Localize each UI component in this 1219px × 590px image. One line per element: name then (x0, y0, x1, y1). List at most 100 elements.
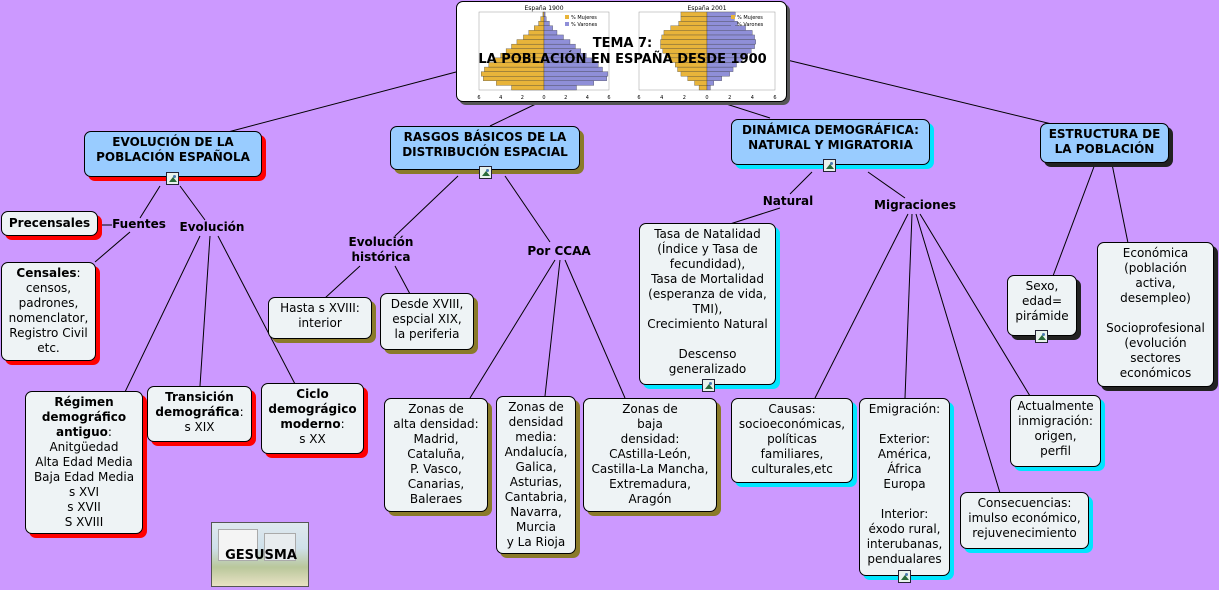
line-evolucion-regimen (124, 235, 201, 393)
image-link-icon[interactable] (823, 159, 836, 172)
node-evolucion-poblacion[interactable]: EVOLUCIÓN DE LA POBLACIÓN ESPAÑOLA (84, 131, 262, 177)
pyramid-tick: 6 (477, 95, 480, 101)
label-evolucion: Evolución (179, 220, 245, 234)
pyramid-bar-men (706, 11, 736, 17)
pyramid-tick: 2 (564, 95, 567, 101)
pyramid-tick: 2 (728, 95, 731, 101)
node-label: EVOLUCIÓN DE LA POBLACIÓN ESPAÑOLA (96, 135, 250, 164)
node-label: ESTRUCTURA DE LA POBLACIÓN (1048, 127, 1161, 156)
legend-swatch (565, 15, 569, 19)
node-desde-xviii[interactable]: Desde XVIII, espcial XIX, la periferia (380, 293, 474, 350)
line-natural-tasas (729, 207, 781, 225)
pyramid-tick: 2 (683, 95, 686, 101)
node-bold: Censales (16, 266, 77, 280)
node-zona-alta[interactable]: Zonas de alta densidad: Madrid, Cataluña… (384, 398, 488, 512)
pyramid-bar-women (687, 76, 708, 81)
gesusma-logo: GESUSMA (211, 522, 309, 587)
pyramid-label: España 1900 (524, 5, 563, 12)
image-link-icon[interactable] (898, 570, 911, 583)
line-title-dinamica (719, 101, 771, 119)
pyramid-bar-women (663, 30, 708, 36)
node-hasta-xviii[interactable]: Hasta s XVIII: interior (268, 297, 372, 339)
node-zona-baja[interactable]: Zonas de baja densidad: CAstilla-León, C… (583, 398, 717, 512)
pyramid-bar-men (706, 30, 753, 36)
node-censales[interactable]: Censales: censos, padrones, nomenclator,… (1, 262, 96, 361)
node-rest: : s XX (299, 417, 345, 446)
node-causas[interactable]: Causas: socioeconómicas, políticas famil… (731, 398, 853, 483)
pyramid-bar-men (706, 80, 714, 86)
line-rasgos-historica (394, 175, 459, 237)
pyramid-bar-men (706, 71, 730, 77)
node-actualmente[interactable]: Actualmente inmigración: origen, perfil (1010, 395, 1101, 467)
pyramid-tick: 4 (660, 95, 663, 101)
node-ciclo[interactable]: Ciclo demográgico moderno: s XX (261, 383, 364, 454)
pyramid-bar-women (678, 21, 708, 26)
line-evo-evolucion (179, 185, 206, 221)
legend-label: % Varones (571, 22, 598, 28)
line-fuentes-censales (94, 231, 131, 263)
pyramid-tick: 4 (586, 95, 589, 101)
label-evolucion-historica: Evolución histórica (348, 235, 414, 264)
line-title-estructura (786, 59, 1061, 127)
pyramid-bar-men (543, 16, 547, 22)
legend-label: % Varones (737, 22, 764, 28)
pyramid-bar-women (680, 16, 708, 22)
label-natural: Natural (762, 194, 814, 208)
legend-label: % Mujeres (737, 15, 763, 21)
line-evo-fuentes (139, 185, 161, 219)
node-bold: Transición demográfica (155, 390, 240, 419)
pyramid-bar-men (543, 80, 594, 86)
legend-swatch (565, 22, 569, 26)
line-ccaa-media (544, 259, 561, 397)
pyramid-tick: 4 (499, 95, 502, 101)
logo-text: GESUSMA (225, 548, 297, 563)
node-precensales[interactable]: Precensales (1, 211, 98, 236)
node-sexo-edad[interactable]: Sexo, edad= pirámide (1007, 275, 1077, 336)
pyramid-bar-men (706, 85, 711, 91)
image-link-icon[interactable] (702, 379, 715, 392)
node-label: DINÁMICA DEMOGRÁFICA: NATURAL Y MIGRATOR… (742, 123, 919, 152)
node-economica[interactable]: Económica (población activa, desempleo) … (1097, 242, 1214, 387)
legend-swatch (731, 22, 735, 26)
pyramid-tick: 6 (607, 95, 610, 101)
node-emigracion[interactable]: Emigración: Exterior: América, África Eu… (859, 398, 950, 576)
pyramid-bar-women (680, 11, 708, 17)
label-fuentes: Fuentes (112, 217, 166, 231)
line-evolucion-transicion (199, 235, 211, 387)
image-link-icon[interactable] (479, 166, 492, 179)
line-title-rasgos (489, 101, 541, 127)
pyramid-bar-men (706, 76, 722, 81)
node-estructura[interactable]: ESTRUCTURA DE LA POBLACIÓN (1040, 123, 1169, 163)
node-tasas[interactable]: Tasa de Natalidad (Índice y Tasa de fecu… (639, 223, 776, 385)
node-transicion[interactable]: Transición demográfica: s XIX (147, 386, 252, 442)
pyramid-label: España 2001 (687, 5, 726, 12)
node-bold: Ciclo demográgico moderno (268, 387, 357, 431)
label-por-ccaa: Por CCAA (527, 244, 591, 258)
pyramid-bar-women (511, 85, 545, 91)
line-migr-emigracion (904, 213, 913, 399)
node-rasgos[interactable]: RASGOS BÁSICOS DE LA DISTRIBUCIÓN ESPACI… (390, 126, 580, 170)
pyramid-tick: 4 (751, 95, 754, 101)
node-regimen[interactable]: Régimen demográfico antiguo: Anitgüedad … (25, 391, 143, 534)
pyramid-bar-women (698, 85, 708, 91)
line-historica-desde (394, 265, 411, 295)
pyramid-bar-men (543, 11, 546, 17)
pyramid-tick: 6 (773, 95, 776, 101)
image-link-icon[interactable] (166, 172, 179, 185)
building-shape (264, 533, 296, 561)
line-ccaa-alta (469, 259, 556, 399)
node-label: RASGOS BÁSICOS DE LA DISTRIBUCIÓN ESPACI… (402, 130, 568, 159)
line-estructura-sexo (1052, 163, 1096, 277)
line-dinamica-migraciones (867, 171, 906, 199)
image-link-icon[interactable] (1035, 330, 1048, 343)
node-consecuencias[interactable]: Consecuencias: imulso económico, rejuven… (960, 492, 1089, 549)
line-estructura-economica (1111, 163, 1129, 244)
pyramid-bar-women (528, 30, 545, 36)
node-zona-media[interactable]: Zonas de densidad media: Andalucía, Gali… (496, 396, 576, 554)
line-migr-actualmente (919, 213, 1031, 397)
pyramid-bar-women (694, 80, 708, 86)
node-rest: : censos, padrones, nomenclator, Registr… (8, 266, 89, 355)
